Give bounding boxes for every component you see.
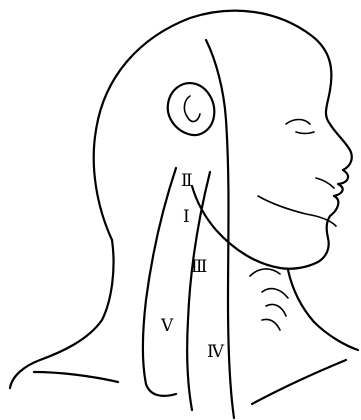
cheek-line (258, 196, 336, 226)
back-neck-outline (10, 240, 114, 388)
lymph-stroke-2 (262, 289, 288, 298)
throat-line (288, 270, 358, 350)
level-label-3: Ⅲ (191, 259, 207, 276)
eye (286, 120, 310, 125)
ear-inner (184, 96, 200, 121)
front-shoulder-line (252, 360, 346, 404)
level-label-4: Ⅳ (207, 344, 223, 361)
left-shoulder-line (34, 372, 118, 382)
lymph-stroke-1 (250, 269, 280, 276)
level-label-1: I (183, 209, 189, 226)
level-label-5: Ⅴ (161, 318, 173, 335)
face-profile (280, 170, 348, 269)
ear-outer (168, 83, 215, 135)
scm-posterior-border (187, 172, 210, 410)
trapezius-border (143, 168, 176, 396)
jaw-line (192, 186, 280, 268)
level-label-2: Ⅱ (181, 173, 192, 190)
lymph-stroke-3 (266, 304, 286, 316)
mouth (316, 178, 334, 188)
lymph-stroke-4 (262, 319, 280, 330)
eye-lash (296, 132, 314, 134)
head-outline (94, 11, 352, 240)
